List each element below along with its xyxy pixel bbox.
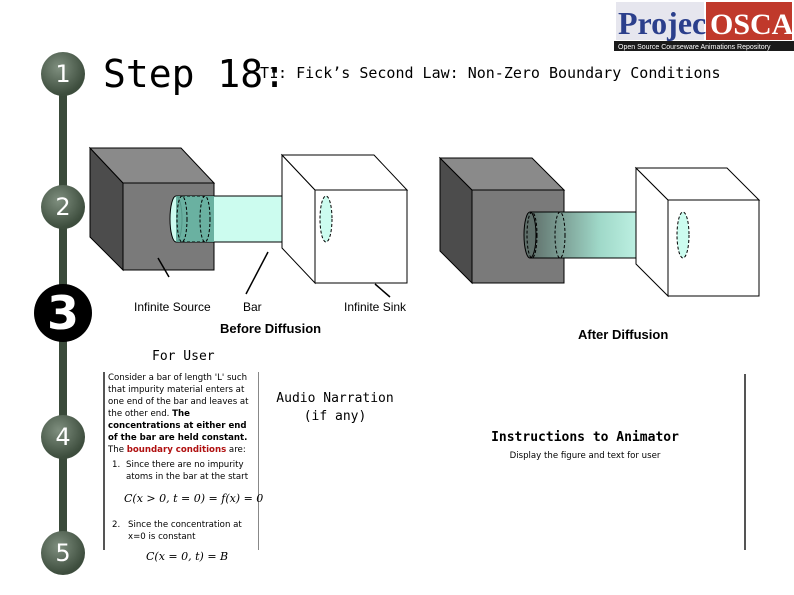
item-1-number: 1. <box>112 460 121 470</box>
for-user-are: are: <box>226 445 246 455</box>
audio-line-2: (if any) <box>303 409 367 424</box>
formula-2: C(x = 0, t) = B <box>146 550 229 563</box>
step-4-label: 4 <box>55 423 71 451</box>
logo-tagline: Open Source Courseware Animations Reposi… <box>618 44 771 51</box>
for-user-the: The <box>108 445 127 455</box>
step-4-button[interactable]: 4 <box>41 415 85 459</box>
sink-leader-line <box>374 283 391 298</box>
step-3-button[interactable]: 3 <box>34 284 92 342</box>
bar-leader-line <box>245 251 269 295</box>
project-oscar-logo: Project OSCAR Open Source Courseware Ani… <box>614 0 794 52</box>
for-user-heading: For User <box>152 349 215 364</box>
item-1-text: Since there are no impurity atoms in the… <box>126 460 249 482</box>
after-diffusion-caption: After Diffusion <box>578 327 669 342</box>
for-user-paragraph: Consider a bar of length 'L' such that i… <box>108 373 249 419</box>
logo-oscar-text: OSCAR <box>710 8 794 41</box>
boundary-conditions-text: boundary conditions <box>126 445 227 455</box>
middle-divider <box>258 372 259 550</box>
logo-project-text: Project <box>618 5 717 41</box>
infinite-sink-label: Infinite Sink <box>344 300 407 314</box>
item-2-number: 2. <box>112 520 121 530</box>
step-1-label: 1 <box>55 60 71 88</box>
step-3-label: 3 <box>46 286 79 340</box>
bar-label: Bar <box>243 300 262 314</box>
after-infinite-source-box <box>438 156 566 285</box>
step-1-button[interactable]: 1 <box>41 52 85 96</box>
audio-line-1: Audio Narration <box>276 391 394 406</box>
boundary-item-1: 1. Since there are no impurity atoms in … <box>112 459 262 483</box>
instructions-text: Display the figure and text for user <box>509 451 661 461</box>
before-infinite-sink-box <box>280 153 409 285</box>
boundary-item-2: 2. Since the concentration at x=0 is con… <box>112 519 262 543</box>
left-divider <box>103 372 105 550</box>
for-user-bold-text: The concentrations at either end of the … <box>108 409 248 443</box>
step-2-button[interactable]: 2 <box>41 185 85 229</box>
step-subtitle: T1: Fick’s Second Law: Non-Zero Boundary… <box>260 64 721 82</box>
before-diffusion-caption: Before Diffusion <box>220 321 322 336</box>
source-leader-line <box>157 257 170 278</box>
after-bar <box>523 211 690 259</box>
right-divider <box>744 374 746 550</box>
audio-narration: Audio Narration (if any) <box>270 390 400 426</box>
item-2-text: Since the concentration at x=0 is consta… <box>128 520 242 542</box>
step-2-label: 2 <box>55 193 71 221</box>
step-5-button[interactable]: 5 <box>41 531 85 575</box>
infinite-source-label: Infinite Source <box>134 300 211 314</box>
step-title: Step 18: <box>103 52 287 96</box>
step-5-label: 5 <box>55 539 71 567</box>
instructions-title: Instructions to Animator <box>491 430 679 445</box>
for-user-text: Consider a bar of length 'L' such that i… <box>108 372 258 456</box>
before-infinite-source-box <box>88 146 216 272</box>
formula-1: C(x > 0, t = 0) = f(x) = 0 <box>124 492 264 505</box>
before-bar <box>169 195 333 243</box>
after-infinite-sink-box <box>634 166 761 298</box>
